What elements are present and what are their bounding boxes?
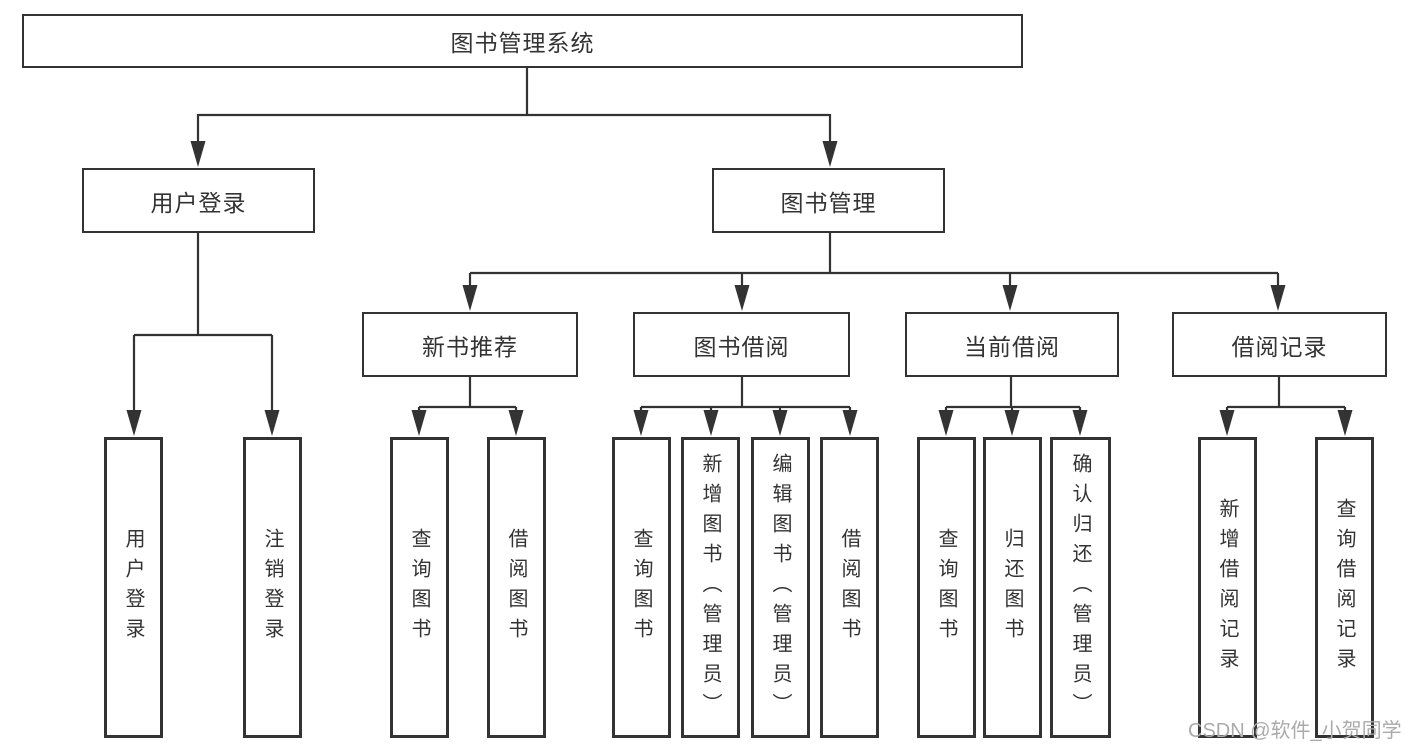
leaf-add-books-admin: 新增图书（管理员） xyxy=(681,437,740,738)
leaf-query-books-current: 查询图书 xyxy=(917,437,976,738)
arrowhead-icon xyxy=(633,410,649,436)
arrowhead-icon xyxy=(703,410,719,436)
arrowhead-icon xyxy=(772,410,788,436)
arrowhead-icon xyxy=(1219,410,1235,436)
arrowhead-icon xyxy=(842,410,858,436)
arrowhead-icon xyxy=(462,285,478,311)
node-user-login: 用户登录 xyxy=(82,168,315,233)
arrowhead-icon xyxy=(1072,410,1088,436)
leaf-confirm-return-admin: 确认归还（管理员） xyxy=(1050,437,1111,738)
connector-current-borrow xyxy=(944,377,1082,414)
connector-borrow-record xyxy=(1225,377,1347,414)
leaf-borrow-books: 借阅图书 xyxy=(820,437,879,738)
leaf-return-books: 归还图书 xyxy=(983,437,1042,738)
arrowhead-icon xyxy=(938,410,954,436)
arrowhead-icon xyxy=(190,141,206,167)
leaf-borrow-books-recommend: 借阅图书 xyxy=(487,437,546,738)
arrowheads xyxy=(126,141,1353,436)
arrowhead-icon xyxy=(1270,285,1286,311)
arrowhead-icon xyxy=(411,410,427,436)
node-book-management: 图书管理 xyxy=(712,168,945,233)
arrowhead-icon xyxy=(822,141,838,167)
connector-book-management xyxy=(468,233,1280,289)
leaf-edit-books-admin: 编辑图书（管理员） xyxy=(751,437,810,738)
connector-new-book xyxy=(417,377,518,414)
node-borrowing-records: 借阅记录 xyxy=(1172,312,1387,377)
arrowhead-icon xyxy=(126,410,142,436)
node-book-borrowing: 图书借阅 xyxy=(633,312,850,377)
leaf-logout: 注销登录 xyxy=(243,437,302,738)
connector-user-login xyxy=(132,233,274,414)
arrowhead-icon xyxy=(508,410,524,436)
arrowhead-icon xyxy=(1004,410,1020,436)
leaf-add-borrow-record: 新增借阅记录 xyxy=(1198,437,1257,738)
arrowhead-icon xyxy=(1337,410,1353,436)
leaf-query-books-borrowing: 查询图书 xyxy=(612,437,671,738)
node-new-book-recommend: 新书推荐 xyxy=(362,312,578,377)
connector-root xyxy=(196,68,832,146)
node-library-management-system: 图书管理系统 xyxy=(22,14,1023,68)
arrowhead-icon xyxy=(734,285,750,311)
arrowhead-icon xyxy=(264,410,280,436)
leaf-query-borrow-record: 查询借阅记录 xyxy=(1315,437,1374,738)
arrowhead-icon xyxy=(1002,285,1018,311)
leaf-query-books-recommend: 查询图书 xyxy=(390,437,449,738)
csdn-watermark: CSDN @软件_小贺同学 xyxy=(1188,720,1402,742)
connector-paths xyxy=(132,68,1347,414)
leaf-user-login: 用户登录 xyxy=(104,437,163,738)
connector-book-borrow xyxy=(639,377,852,414)
node-current-borrowing: 当前借阅 xyxy=(905,312,1119,377)
